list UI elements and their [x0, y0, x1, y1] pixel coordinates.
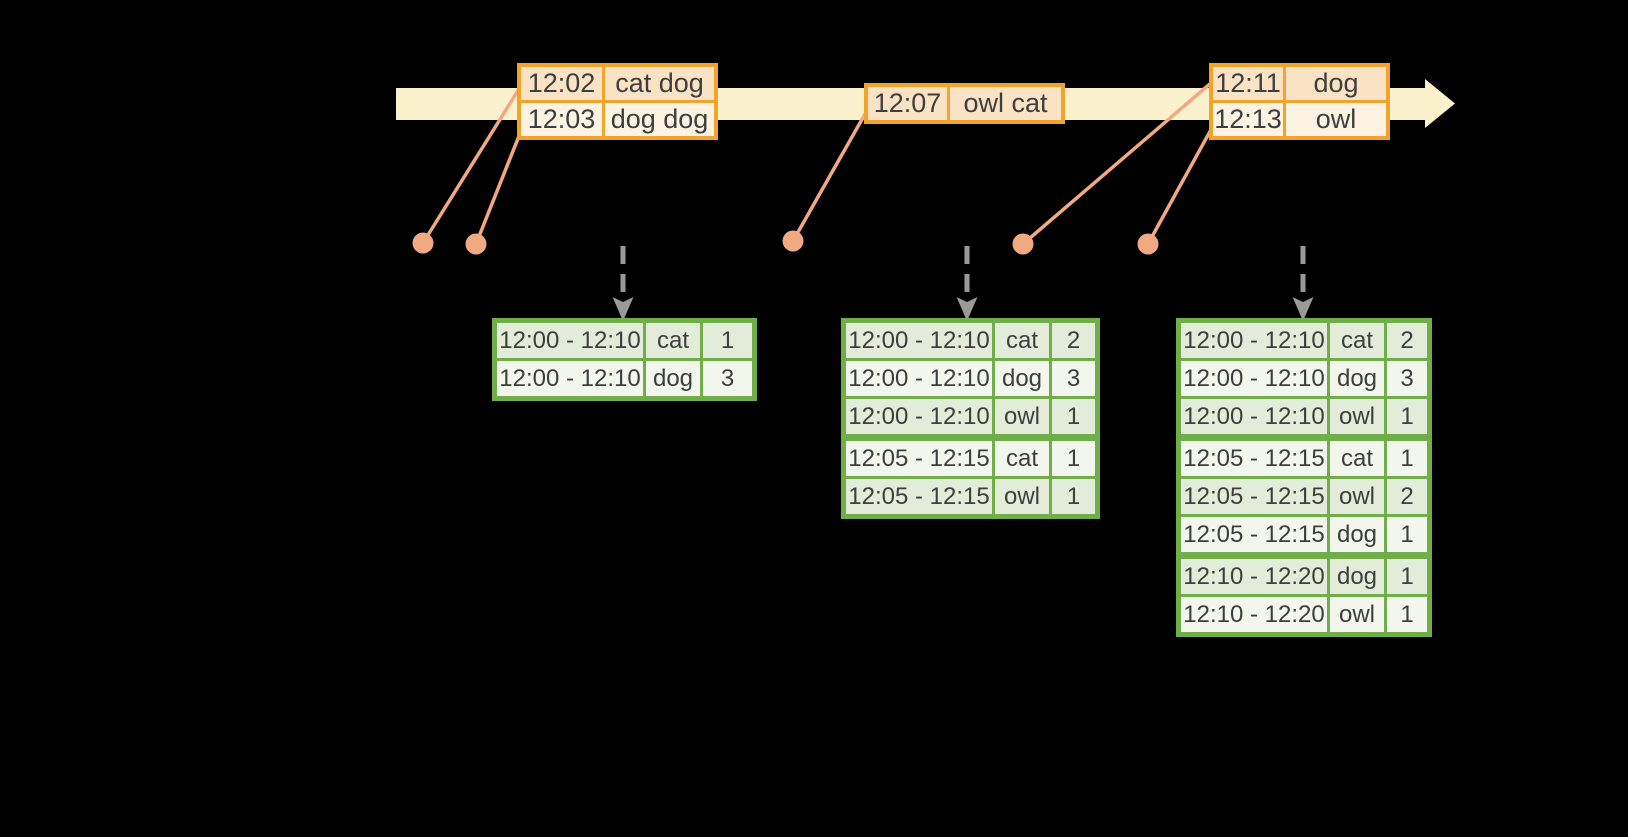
window-cell: 12:00 - 12:10	[1181, 323, 1327, 358]
word-cell: cat	[995, 441, 1049, 476]
count-cell: 2	[1387, 323, 1427, 358]
window-cell: 12:00 - 12:10	[1181, 361, 1327, 396]
word-cell: cat	[1330, 441, 1384, 476]
count-cell: 1	[1052, 399, 1095, 434]
time-cell: 12:02	[521, 67, 602, 100]
words-cell: owl	[1286, 103, 1386, 136]
word-cell: dog	[646, 361, 700, 396]
connector-line	[474, 129, 523, 246]
count-cell: 3	[1387, 361, 1427, 396]
word-cell: owl	[1330, 399, 1384, 434]
connector-line	[1021, 81, 1213, 246]
window-cell: 12:05 - 12:15	[1181, 479, 1327, 514]
count-cell: 1	[1387, 559, 1427, 594]
connector-line	[421, 87, 521, 245]
window-cell: 12:05 - 12:15	[1181, 517, 1327, 552]
word-cell: owl	[995, 479, 1049, 514]
word-cell: dog	[1330, 517, 1384, 552]
count-cell: 1	[703, 323, 752, 358]
event-dot	[1137, 233, 1159, 255]
time-cell: 12:13	[1213, 103, 1283, 136]
time-cell: 12:11	[1213, 67, 1283, 100]
window-cell: 12:00 - 12:10	[497, 361, 643, 396]
count-cell: 1	[1387, 517, 1427, 552]
count-cell: 1	[1052, 479, 1095, 514]
count-cell: 3	[1052, 361, 1095, 396]
word-cell: dog	[1330, 559, 1384, 594]
connector-line	[1146, 124, 1215, 246]
count-cell: 3	[703, 361, 752, 396]
window-cell: 12:00 - 12:10	[846, 361, 992, 396]
trigger-arrow-icon	[612, 246, 634, 321]
word-cell: cat	[646, 323, 700, 358]
count-cell: 2	[1387, 479, 1427, 514]
words-cell: owl cat	[950, 87, 1061, 120]
word-cell: cat	[1330, 323, 1384, 358]
window-cell: 12:10 - 12:20	[1181, 559, 1327, 594]
words-cell: dog	[1286, 67, 1386, 100]
window-cell: 12:00 - 12:10	[1181, 399, 1327, 434]
words-cell: dog dog	[605, 103, 714, 136]
count-cell: 1	[1387, 399, 1427, 434]
word-cell: owl	[1330, 479, 1384, 514]
words-cell: cat dog	[605, 67, 714, 100]
window-cell: 12:05 - 12:15	[846, 479, 992, 514]
word-cell: dog	[995, 361, 1049, 396]
count-cell: 1	[1387, 597, 1427, 632]
time-cell: 12:07	[868, 87, 947, 120]
timeline-arrow-head	[1425, 79, 1455, 128]
count-cell: 2	[1052, 323, 1095, 358]
window-cell: 12:10 - 12:20	[1181, 597, 1327, 632]
event-dot	[412, 232, 434, 254]
window-cell: 12:00 - 12:10	[846, 323, 992, 358]
event-dot	[465, 233, 487, 255]
count-cell: 1	[1052, 441, 1095, 476]
count-cell: 1	[1387, 441, 1427, 476]
trigger-arrow-icon	[956, 246, 978, 321]
event-dot	[1012, 233, 1034, 255]
window-cell: 12:00 - 12:10	[846, 399, 992, 434]
window-cell: 12:00 - 12:10	[497, 323, 643, 358]
word-cell: cat	[995, 323, 1049, 358]
word-cell: owl	[995, 399, 1049, 434]
window-cell: 12:05 - 12:15	[846, 441, 992, 476]
word-cell: owl	[1330, 597, 1384, 632]
word-cell: dog	[1330, 361, 1384, 396]
trigger-arrow-icon	[1292, 246, 1314, 321]
time-cell: 12:03	[521, 103, 602, 136]
event-dot	[782, 230, 804, 252]
window-cell: 12:05 - 12:15	[1181, 441, 1327, 476]
connector-line	[791, 105, 871, 243]
